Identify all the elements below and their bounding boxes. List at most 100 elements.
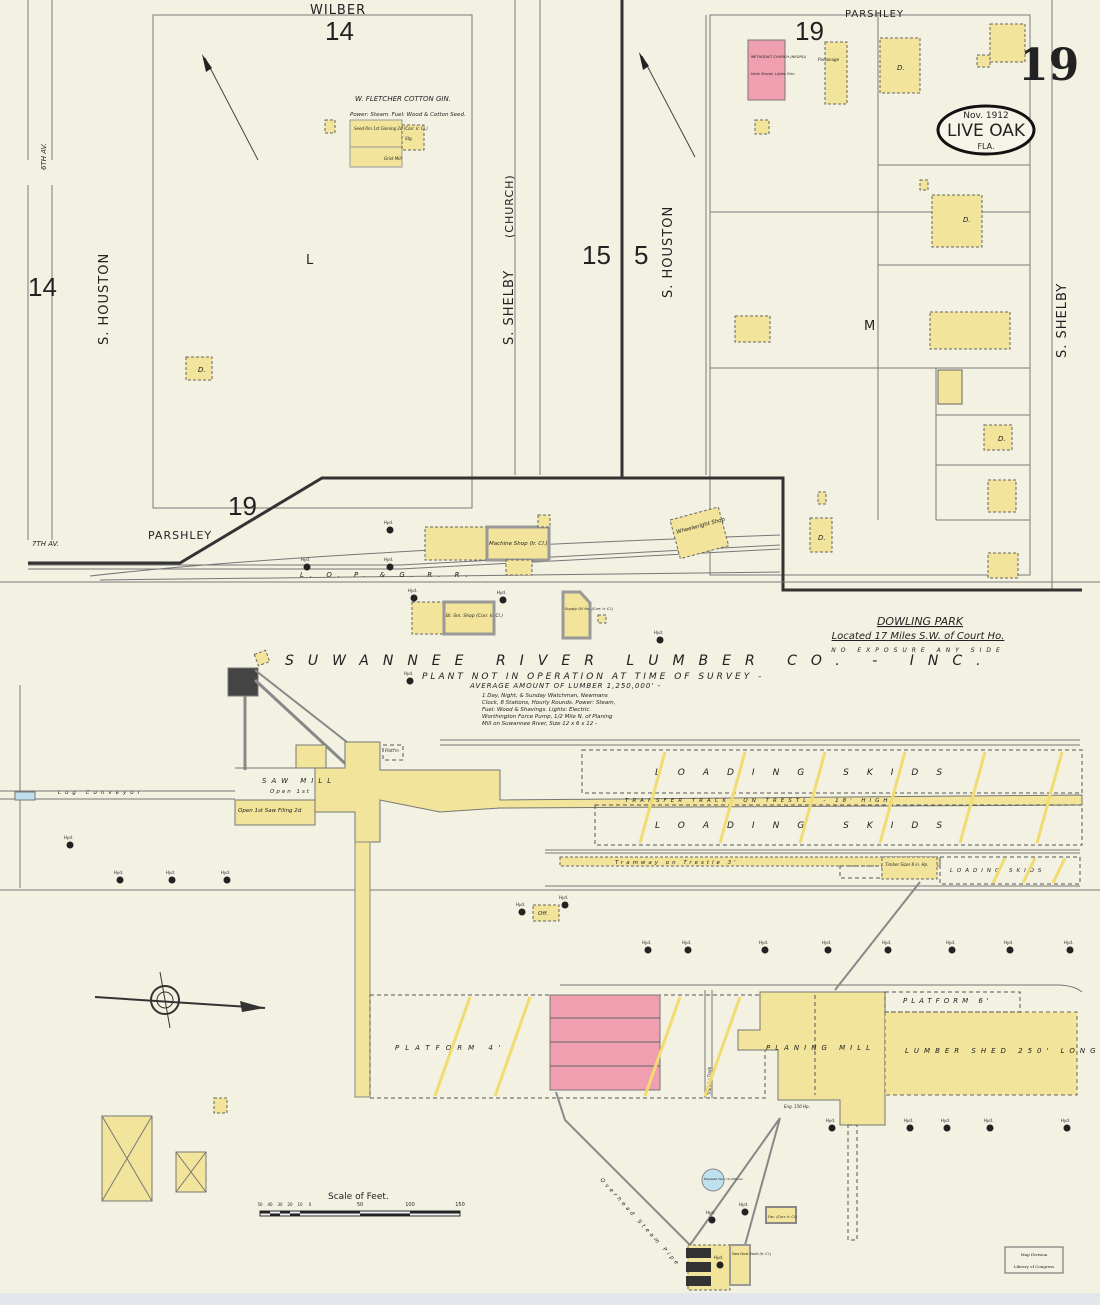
office (532, 904, 560, 922)
skid-stripe (718, 751, 747, 844)
saw-filing-label: Open 1st Saw Filing 2d (238, 808, 302, 814)
street-church-alias: (CHURCH) (503, 174, 516, 238)
hydrant-label: Hyd. (759, 940, 768, 945)
street-6th-av: 6TH AV. (40, 143, 48, 170)
hydrant-label: Hyd. (739, 1202, 748, 1207)
railroad-label: L. O. P. & G. R. R. (300, 571, 474, 579)
skid-stripe (1035, 751, 1064, 844)
company-header: SUWANNEE RIVER LUMBER CO. - INC. PLANT N… (285, 653, 995, 727)
water-tank-label: Elevated Tank 10,000 Gal. (704, 1177, 743, 1181)
cartouche-city: LIVE OAK (947, 121, 1026, 141)
block-number-top-left: 14 (325, 16, 354, 46)
methodist-church: METHODIST CHURCH (NEGRO) Heat: Stoves. L… (747, 39, 807, 101)
conveyor (834, 881, 921, 991)
street-parshley-left: PARSHLEY (148, 529, 212, 542)
company-details: 1 Day, Night, & Sunday Watchman, Newmans… (482, 693, 616, 727)
street-s-houston-left: S. HOUSTON (97, 253, 112, 345)
skid-stripe (798, 751, 827, 844)
hydrant-label: Hyd. (1004, 940, 1013, 945)
church-notes: Heat: Stoves. Lights: Elec. (751, 72, 795, 76)
hydrant-label: Hyd. (714, 1255, 723, 1260)
company-name: SUWANNEE RIVER LUMBER CO. - INC. (285, 653, 995, 669)
hydrant-icon (1066, 946, 1074, 954)
hydrant-label: Hyd. (384, 520, 393, 525)
company-detail-line: Mill on Suwannee River, Size 12 x 6 x 12… (482, 721, 597, 727)
tramway-label: Tramway on Trestle 3' (615, 860, 739, 866)
stamp-line1: Map Division (1021, 1252, 1048, 1257)
parsonage (824, 41, 848, 105)
street-s-shelby-center: S. SHELBY (502, 270, 517, 345)
hydrant-label: Hyd. (404, 671, 413, 676)
hydrant-label: Hyd. (497, 590, 506, 595)
hydrant-icon (684, 946, 692, 954)
dwelling (185, 356, 213, 381)
hydrant-icon (943, 1124, 951, 1132)
timber-sizer-label: Timber Sizer 8 in. Hp. (885, 862, 928, 867)
platform-stripe (703, 996, 742, 1097)
hydrant-icon (561, 901, 569, 909)
lumber-shed: PLATFORM 6' LUMBER SHED 250' LONG (884, 991, 1100, 1096)
boundary-line-left (28, 0, 624, 565)
hydrant-label: Hyd. (706, 1210, 715, 1215)
loading-skids-label: LOADING SKIDS (655, 821, 960, 831)
block-number-bottom-left: 19 (228, 491, 257, 521)
scale-tick-label: 50 (257, 1202, 263, 1207)
hydrant-icon (116, 876, 124, 884)
sawdust-vault-label: Saw Dust Vault (Ir. Cl.) (732, 1252, 772, 1256)
hydrant-icon (656, 636, 664, 644)
company-detail-line: Worthington Force Pump, 1/2 Mile N. of P… (482, 714, 613, 720)
block-number-top-right: 19 (795, 16, 824, 46)
cartouche-state: FLA. (977, 142, 994, 151)
planing-mill: PLANING MILL Eng. 150 Hp. (737, 991, 886, 1126)
hydrant-icon (824, 946, 832, 954)
skid-stripe (1021, 857, 1037, 884)
hydrant-icon (168, 876, 176, 884)
hydrant-label: Hyd. (984, 1118, 993, 1123)
machine-shop: Machine Shop (Ir. Cl.) (424, 514, 551, 576)
platform-stripe (493, 996, 532, 1097)
hydrant-label: Hyd. (904, 1118, 913, 1123)
scale-tick-label: 50 (357, 1202, 363, 1208)
machine-shop-label: Machine Shop (Ir. Cl.) (489, 541, 548, 547)
street-7th-av: 7TH AV. (32, 540, 59, 548)
transfer-trestle-label: TRANSFER TRACKS ON TRESTLE - 18' HIGH (625, 798, 892, 804)
loading-skids: LOADING SKIDS LOADING SKIDS TRANSFER TRA… (559, 749, 1083, 885)
skid-stripe (958, 751, 987, 844)
dwelling-label: D. (897, 64, 905, 72)
hydrant-icon (884, 946, 892, 954)
hydrant-icon (303, 563, 311, 571)
hydrant-icon (644, 946, 652, 954)
block-number-center-a: 15 (582, 240, 611, 270)
compass-rose-icon (94, 971, 266, 1029)
hydrant-icon (708, 1216, 716, 1224)
skid-stripe (638, 751, 667, 844)
loading-skids-label: LOADING SKIDS (950, 868, 1045, 874)
scan-edge (0, 1293, 1100, 1305)
tramway-south (847, 1124, 858, 1241)
saw-mill-open-label: Open 1st (270, 789, 311, 795)
sawdust-vault: Saw Dust Vault (Ir. Cl.) (686, 1244, 772, 1291)
hydrant-label: Hyd. (301, 557, 310, 562)
engine-label: Eng. 150 Hp. (784, 1104, 810, 1109)
supply-oil-house: Supply Oil Ho. (Corr. Ir. Cl.) (561, 590, 614, 640)
hydrant-label: Hyd. (221, 870, 230, 875)
title-cartouche: Nov. 1912 LIVE OAK FLA. (936, 104, 1036, 156)
grist-mill-label: Grist Mill (384, 156, 402, 161)
scale-tick-label: 30 (277, 1202, 283, 1207)
hydrant-icon (906, 1124, 914, 1132)
scale-tick-label: 10 (297, 1202, 303, 1207)
street-parshley-top: PARSHLEY (845, 9, 904, 20)
parsonage-label: Parsonage (818, 57, 840, 62)
dwelling-labels: D. D. D. D. D. (198, 64, 1006, 542)
water-tank (701, 1168, 725, 1192)
block-l-outline (152, 14, 473, 509)
location-exposure: NO EXPOSURE ANY SIDE (831, 647, 1005, 654)
hydrant-label: Hyd. (384, 557, 393, 562)
hydrant-label: Hyd. (559, 895, 568, 900)
platform-label: Platf'm (385, 748, 399, 753)
hydrant-label: Hyd. (1061, 1118, 1070, 1123)
hydrant-label: Hyd. (114, 870, 123, 875)
cotton-gin-title: W. FLETCHER COTTON GIN. (355, 95, 451, 103)
lumber-shed-label: LUMBER SHED 250' LONG (905, 1047, 1100, 1055)
